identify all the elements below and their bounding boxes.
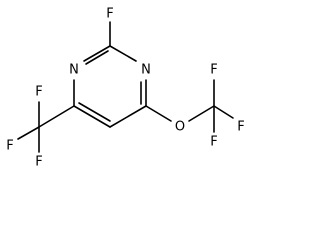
bonds: [17, 21, 234, 153]
atom-f-cf3-bottom: F: [35, 155, 42, 170]
atom-n-left: N: [69, 63, 79, 78]
bond-cf3-f-left: [17, 126, 40, 140]
bond-ocf3-f-right: [213, 105, 234, 119]
atom-o-ether: O: [175, 120, 185, 135]
atom-f-ocf3-bottom: F: [210, 135, 217, 150]
atom-f-top: F: [106, 7, 113, 22]
bond-c5-c6: [73, 105, 111, 128]
atom-f-ocf3-top: F: [210, 63, 217, 78]
chemical-structure: F N N O F F F F F F: [6, 7, 244, 170]
bond-c5-c6-double: [78, 102, 111, 122]
bond-o-c-ocf3: [188, 105, 215, 122]
atom-n-right: N: [141, 63, 151, 78]
bond-c6-c-cf3: [38, 105, 75, 128]
atom-f-cf3-left: F: [6, 139, 13, 154]
bond-c4-o: [145, 105, 172, 122]
bond-c2-n-left-double: [85, 50, 109, 65]
atom-labels: F N N O F F F F F F: [6, 7, 244, 170]
bond-c4-c5: [109, 105, 147, 128]
atom-f-cf3-top: F: [35, 85, 42, 100]
atom-f-ocf3-right: F: [237, 120, 244, 135]
bond-c2-n-left: [83, 45, 111, 62]
bond-c2-n-right: [109, 45, 137, 62]
